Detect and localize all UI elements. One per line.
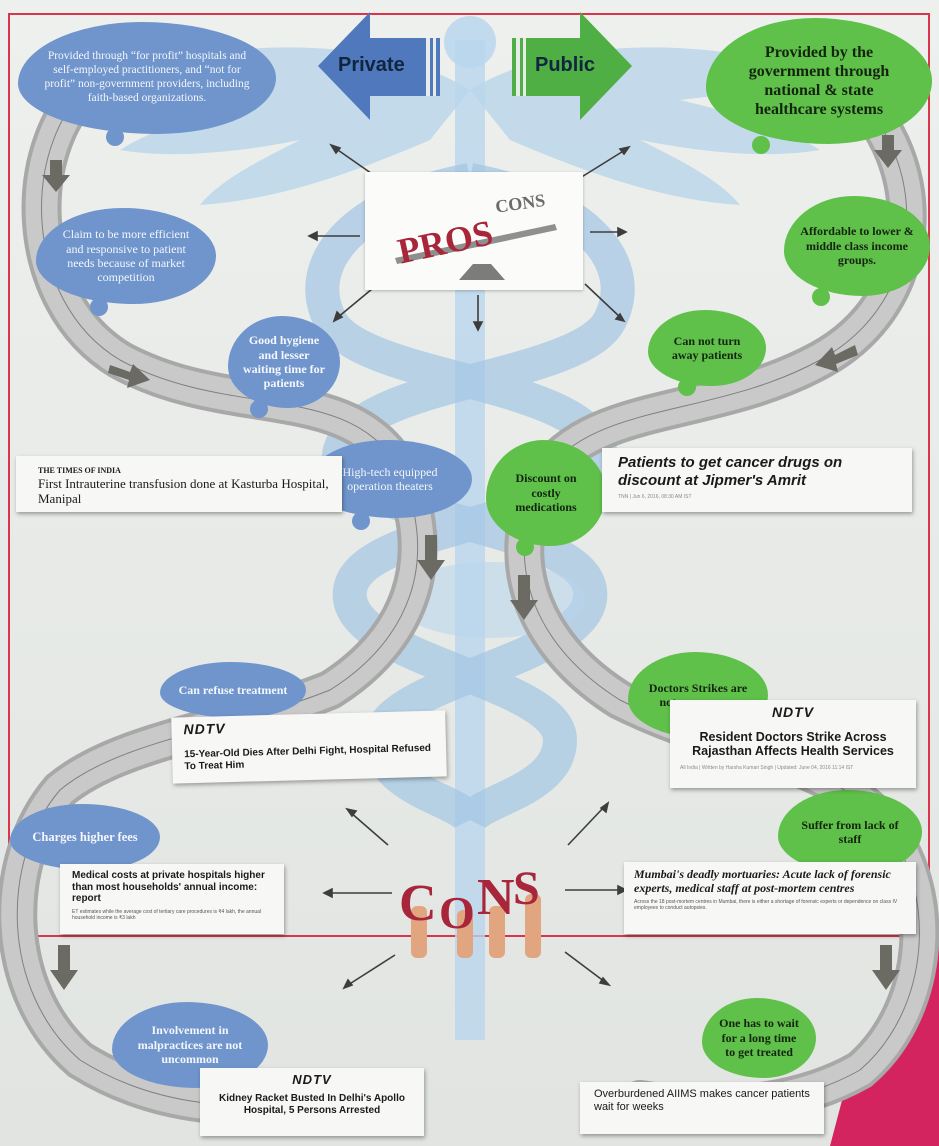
path-arrow bbox=[50, 945, 78, 990]
cloud-text: Charges higher fees bbox=[32, 829, 138, 844]
flow-paths bbox=[0, 60, 939, 1126]
cloud-public-provider: Provided by the government through natio… bbox=[706, 18, 932, 154]
path-arrow bbox=[417, 535, 445, 580]
news-headline: First Intrauterine transfusion done at K… bbox=[38, 476, 329, 506]
cloud-text: One has to wait for a long time to get t… bbox=[719, 1016, 799, 1060]
cons-letter: C bbox=[399, 875, 437, 932]
private-arrow bbox=[318, 12, 440, 120]
cloud-text: High-tech equipped operation theaters bbox=[342, 464, 438, 493]
cloud-text: Provided by the government through natio… bbox=[748, 43, 890, 119]
news-clipping-mortuary: Mumbai's deadly mortuaries: Acute lack o… bbox=[624, 862, 916, 934]
path-arrow bbox=[42, 160, 70, 192]
cloud-tail bbox=[90, 298, 108, 316]
news-subtext: Across the 18 post-mortem centres in Mum… bbox=[634, 898, 898, 912]
cons-word: CONS bbox=[494, 190, 546, 217]
cloud-fees: Charges higher fees bbox=[10, 804, 160, 882]
cloud-tail bbox=[352, 512, 370, 530]
news-masthead: THE TIMES OF INDIA bbox=[38, 466, 121, 475]
cloud-text: Affordable to lower & middle class incom… bbox=[800, 224, 914, 268]
seesaw-plank bbox=[395, 224, 557, 264]
cloud-lack-staff: Suffer from lack of staff bbox=[778, 790, 922, 884]
cloud-tail bbox=[250, 400, 268, 418]
news-meta: All India | Written by Harsha Kumari Sin… bbox=[680, 764, 854, 771]
news-masthead: NDTV bbox=[292, 1072, 332, 1087]
path-arrows bbox=[42, 135, 902, 990]
news-clipping-ndtv-strike: NDTV Resident Doctors Strike Across Raja… bbox=[670, 700, 916, 788]
cloud-private-provider: Provided through “for profit” hospitals … bbox=[18, 22, 276, 146]
news-clipping-aiims: Overburdened AIIMS makes cancer patients… bbox=[580, 1082, 824, 1134]
news-masthead: NDTV bbox=[183, 720, 226, 738]
cons-letter: O bbox=[439, 887, 475, 938]
news-masthead: NDTV bbox=[771, 704, 815, 720]
cons-radiating-arrows bbox=[322, 801, 628, 990]
cloud-tail bbox=[752, 136, 770, 154]
news-clipping-ndtv-refused: NDTV 15-Year-Old Dies After Delhi Fight,… bbox=[171, 710, 447, 784]
cloud-efficient: Claim to be more efficient and responsiv… bbox=[36, 208, 216, 316]
cloud-text: Involvement in malpractices are not unco… bbox=[137, 1023, 243, 1067]
path-arrow bbox=[108, 364, 150, 388]
path-arrow bbox=[872, 945, 900, 990]
private-arrow-stripes bbox=[426, 38, 430, 96]
public-arrow bbox=[512, 12, 632, 120]
pros-radiating-arrows bbox=[307, 143, 631, 332]
news-headline: 15-Year-Old Dies After Delhi Fight, Hosp… bbox=[184, 742, 432, 772]
public-arrow-stripes bbox=[516, 38, 520, 96]
news-subtext: ET estimates while the average cost of t… bbox=[72, 908, 262, 922]
public-label: Public bbox=[535, 54, 596, 76]
seesaw-graphic: PROS CONS bbox=[394, 190, 557, 280]
cons-letter: N bbox=[477, 869, 515, 926]
public-arrow-stripes bbox=[523, 38, 526, 96]
cloud-text: Good hygiene and lesser waiting time for… bbox=[243, 333, 325, 391]
caduceus-top bbox=[444, 16, 496, 68]
news-clipping-jipmer: Patients to get cancer drugs on discount… bbox=[602, 448, 912, 512]
cons-letter: S bbox=[513, 862, 540, 915]
news-headline: Resident Doctors Strike Across Rajasthan… bbox=[692, 730, 894, 759]
path-arrow bbox=[874, 135, 902, 168]
news-meta: TNN | Jun 6, 2016, 08:30 AM IST bbox=[618, 494, 692, 500]
cloud-text: Can refuse treatment bbox=[178, 682, 288, 697]
path-arrow bbox=[510, 575, 538, 620]
news-clipping-toi: THE TIMES OF INDIA First Intrauterine tr… bbox=[16, 456, 342, 512]
news-headline: Overburdened AIIMS makes cancer patients… bbox=[594, 1088, 810, 1113]
cloud-cannot-turn: Can not turn away patients bbox=[648, 310, 766, 396]
private-arrow-stripes bbox=[433, 38, 436, 96]
news-headline: Mumbai's deadly mortuaries: Acute lack o… bbox=[634, 867, 891, 895]
cloud-text: Can not turn away patients bbox=[671, 333, 743, 362]
cloud-text: Suffer from lack of staff bbox=[801, 817, 899, 846]
hands bbox=[411, 894, 541, 958]
cloud-affordable: Affordable to lower & middle class incom… bbox=[784, 196, 930, 306]
news-headline: Kidney Racket Busted In Delhi's Apollo H… bbox=[219, 1093, 405, 1116]
news-headline: Patients to get cancer drugs on discount… bbox=[618, 454, 843, 489]
path-arrow bbox=[815, 345, 858, 372]
cloud-tail bbox=[812, 288, 830, 306]
cloud-discount: Discount on costly medications bbox=[486, 440, 606, 556]
cloud-tail bbox=[106, 128, 124, 146]
cloud-hygiene: Good hygiene and lesser waiting time for… bbox=[228, 316, 340, 418]
cons-graphic: C O N S bbox=[399, 862, 541, 958]
seesaw-base bbox=[459, 264, 505, 280]
pros-word: PROS bbox=[394, 212, 496, 271]
private-label: Private bbox=[338, 54, 405, 76]
cloud-text: Claim to be more efficient and responsiv… bbox=[62, 227, 190, 285]
news-clipping-ndtv-kidney: NDTV Kidney Racket Busted In Delhi's Apo… bbox=[200, 1068, 424, 1136]
cloud-tail bbox=[678, 378, 696, 396]
cloud-tail bbox=[516, 538, 534, 556]
news-clipping-costs: Medical costs at private hospitals highe… bbox=[60, 864, 284, 934]
cloud-text: Provided through “for profit” hospitals … bbox=[44, 50, 250, 104]
cloud-refuse: Can refuse treatment bbox=[160, 662, 306, 718]
cloud-text: Discount on costly medications bbox=[515, 471, 577, 515]
cons-hands-image: C O N S bbox=[395, 848, 555, 960]
news-headline: Medical costs at private hospitals highe… bbox=[72, 870, 265, 904]
pros-cons-seesaw-image: PROS CONS bbox=[365, 172, 583, 290]
cloud-wait-long: One has to wait for a long time to get t… bbox=[702, 998, 816, 1078]
